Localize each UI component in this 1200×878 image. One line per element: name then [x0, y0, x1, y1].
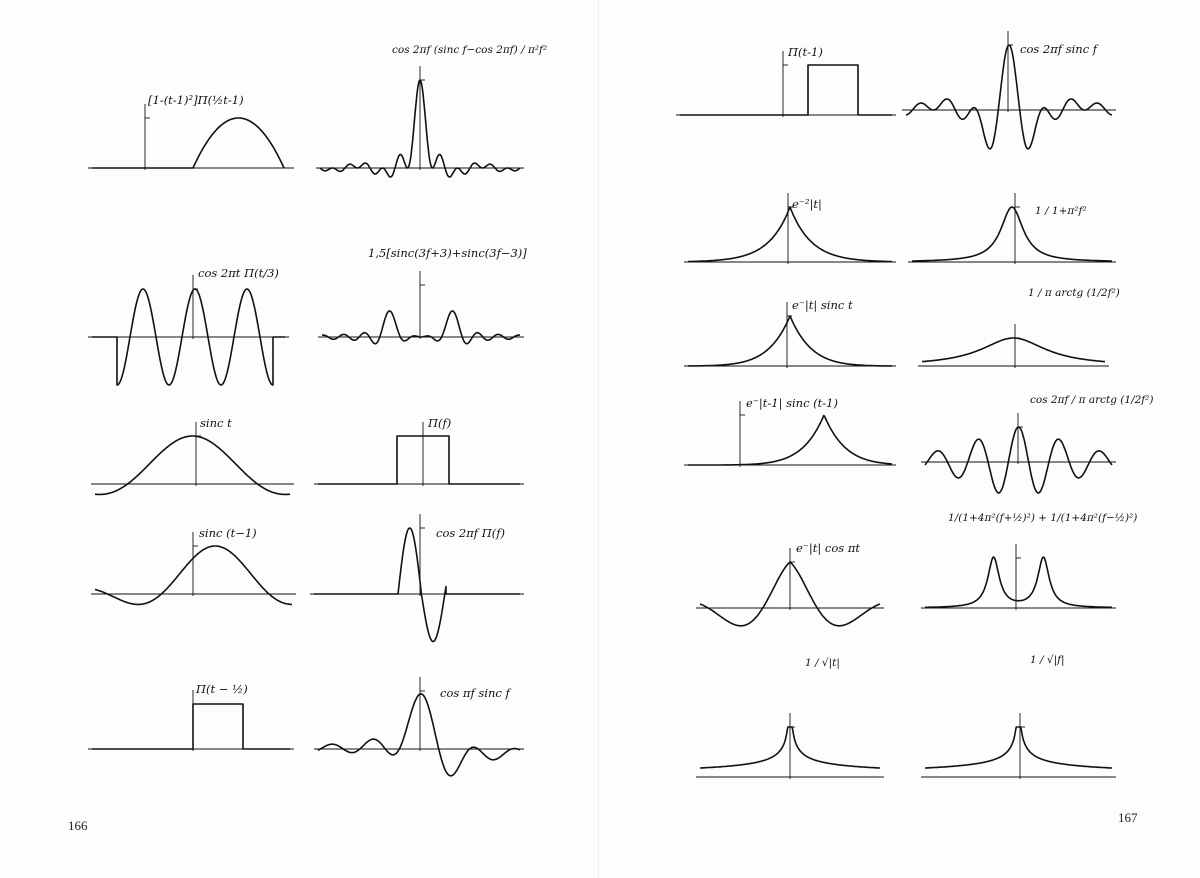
panel-l3b-label: Π(f): [428, 416, 452, 430]
panel-r5a-label: e⁻|t| cos πt: [796, 541, 861, 555]
panel-r5a-curve: [699, 561, 881, 627]
panel-l1a-curve: [92, 117, 285, 169]
panel-r1b-curve: [905, 44, 1113, 150]
panel-l3b-curve: [318, 435, 520, 485]
panel-r6b-label: 1 / √|f|: [1030, 654, 1065, 666]
panel-l2b-label: 1,5[sinc(3f+3)+sinc(3f−3)]: [368, 246, 527, 260]
panel-l5b-label: cos πf sinc f: [440, 686, 510, 700]
panel-l4b-curve: [314, 527, 520, 643]
panel-l5a-curve: [92, 703, 290, 750]
panel-r3a-curve: [687, 315, 893, 367]
panel-r6a-curve: [699, 726, 881, 769]
panel-l1a-label: [1-(t-1)²]Π(½t-1): [148, 93, 244, 107]
panel-r2a-label: e⁻²|t|: [792, 197, 822, 211]
panel-r4b-label: cos 2πf / π arctg (1/2f²): [1030, 394, 1154, 406]
panel-l4a-label: sinc (t−1): [199, 526, 257, 540]
panel-r5b-label: 1/(1+4π²(f+½)²) + 1/(1+4π²(f−½)²): [948, 512, 1138, 524]
panel-r4b-curve: [924, 426, 1113, 494]
panel-l4b-label: cos 2πf Π(f): [436, 526, 505, 540]
panel-r6b-curve: [924, 726, 1113, 769]
panel-r5b-curve: [924, 556, 1113, 609]
panel-r6a-label: 1 / √|t|: [805, 657, 840, 669]
panel-r2b-label: 1 / 1+π²f²: [1035, 205, 1087, 217]
panel-r3b-curve: [921, 337, 1106, 363]
panel-l4a-curve: [94, 545, 292, 606]
panel-r3a-label: e⁻|t| sinc t: [792, 298, 853, 312]
panel-r4a-label: e⁻|t-1| sinc (t-1): [746, 396, 838, 410]
panel-r1a-label: Π(t-1): [788, 45, 823, 59]
panel-l2a-label: cos 2πt Π(t/3): [198, 266, 279, 280]
panel-r3b-label: 1 / π arctg (1/2f²): [1028, 287, 1120, 299]
panel-r1b-label: cos 2πf sinc f: [1020, 42, 1098, 56]
page-gutter: [598, 0, 599, 878]
panel-r2a-curve: [688, 206, 892, 263]
panel-r4a-curve: [688, 414, 893, 466]
left-page-number: 166: [68, 818, 88, 833]
panel-l2b-curve: [321, 310, 521, 345]
panel-l2a-curve: [92, 288, 285, 386]
panel-l3a-curve: [94, 435, 291, 496]
panel-l1b-curve: [319, 79, 521, 178]
panel-r2b-curve: [912, 206, 1112, 262]
panel-l1b-label: cos 2πf (sinc f−cos 2πf) / π²f²: [392, 44, 548, 56]
panel-l5b-curve: [317, 693, 521, 777]
panel-r1a-curve: [680, 64, 892, 116]
panel-l5a-label: Π(t − ½): [196, 682, 248, 696]
right-page-number: 167: [1118, 810, 1138, 825]
panel-l3a-label: sinc t: [200, 416, 232, 430]
